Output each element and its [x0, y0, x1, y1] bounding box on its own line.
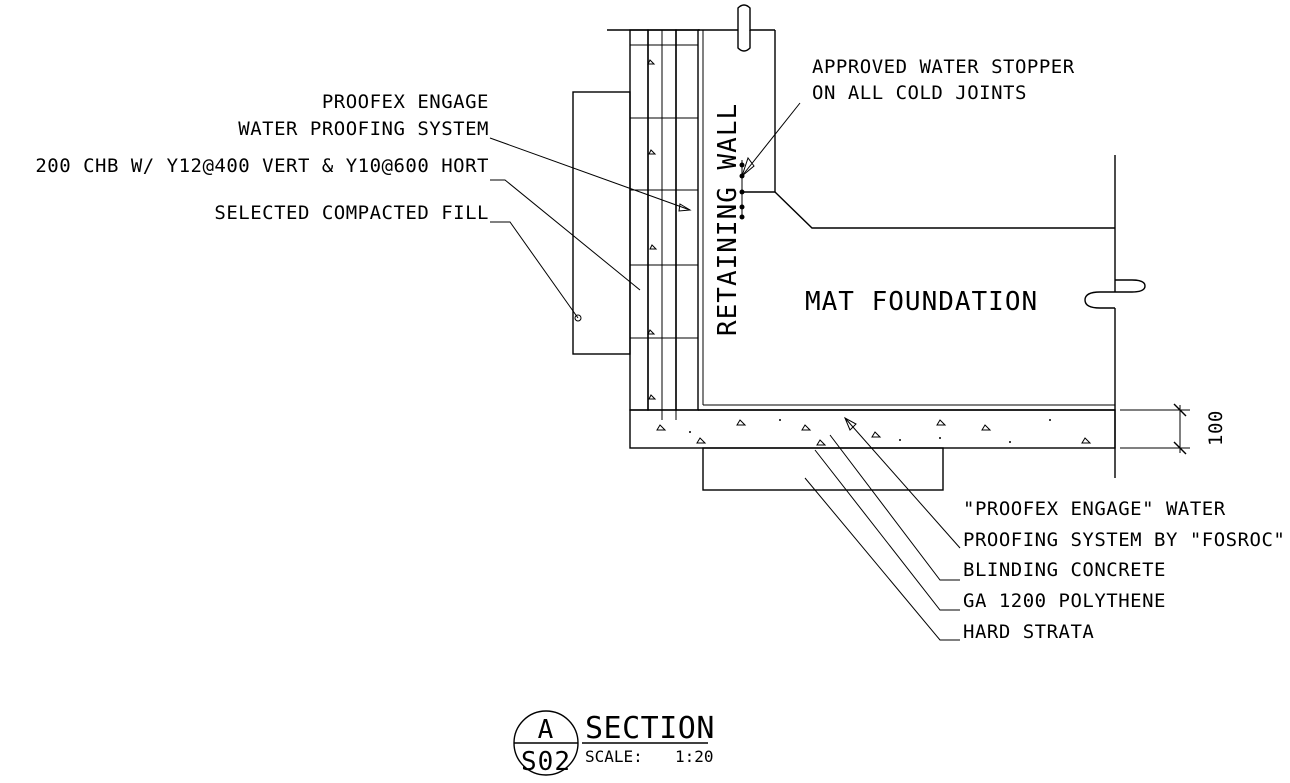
water-stopper	[739, 160, 745, 220]
scale-label: SCALE:	[585, 747, 643, 766]
chb-wall	[607, 29, 700, 420]
label-polythene: GA 1200 POLYTHENE	[963, 590, 1166, 612]
label-retaining-wall: RETAINING WALL	[713, 103, 743, 336]
label-stopper-1: APPROVED WATER STOPPER	[812, 56, 1075, 78]
label-blinding: BLINDING CONCRETE	[963, 559, 1166, 581]
label-fill: SELECTED COMPACTED FILL	[214, 202, 489, 224]
label-proofex-2: WATER PROOFING SYSTEM	[238, 118, 489, 140]
label-fosroc-2: PROOFING SYSTEM BY "FOSROC"	[963, 529, 1285, 551]
section-letter: A	[538, 715, 555, 745]
leaders	[489, 102, 961, 641]
dimension-label: 100	[1205, 410, 1227, 446]
section-title-block: A S02 SECTION SCALE: 1:20	[513, 710, 715, 777]
label-hard-strata: HARD STRATA	[963, 621, 1094, 643]
label-proofex-1: PROOFEX ENGAGE	[322, 91, 489, 113]
label-stopper-2: ON ALL COLD JOINTS	[812, 82, 1027, 104]
label-fosroc-1: "PROOFEX ENGAGE" WATER	[963, 498, 1226, 520]
compacted-fill	[572, 91, 631, 355]
scale-value: 1:20	[675, 747, 714, 766]
blinding-concrete	[629, 409, 1116, 449]
section-title: SECTION	[585, 711, 715, 746]
hard-strata	[702, 447, 944, 491]
sheet-number: S02	[521, 747, 571, 777]
dimension-100: 100	[1120, 403, 1227, 455]
label-chb: 200 CHB W/ Y12@400 VERT & Y10@600 HORT	[35, 155, 489, 177]
label-mat-foundation: MAT FOUNDATION	[805, 287, 1038, 317]
